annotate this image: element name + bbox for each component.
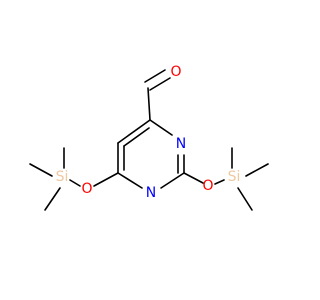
bond-c2-n1 <box>160 172 185 189</box>
bond-aldehyde-co-double-a <box>149 77 171 91</box>
bond-c2-oright <box>183 172 204 184</box>
bond-c5-c4-double <box>123 127 150 147</box>
atom-ring-nitrogen-n3: N <box>176 136 186 152</box>
bond-siright-me-down <box>237 187 253 211</box>
bond-sileft-me-down <box>44 187 61 211</box>
bond-oright-siright <box>214 179 225 185</box>
bond-n1-c6 <box>117 172 143 189</box>
bond-c6-oleft <box>93 172 119 187</box>
bond-c5-c4 <box>117 119 151 144</box>
bond-aldehyde-ring <box>147 87 151 121</box>
atom-ether-oxygen-right: O <box>202 178 213 194</box>
atom-labels: O N N O O Si Si <box>56 64 241 201</box>
atom-aldehyde-oxygen: O <box>170 64 181 80</box>
atom-silicon-left: Si <box>56 169 69 185</box>
atom-ether-oxygen-left: O <box>81 181 92 197</box>
molecule-structure-diagram: O N N O O Si Si <box>29 64 269 211</box>
atom-silicon-right: Si <box>228 169 241 185</box>
bond-siright-me-right <box>245 163 269 177</box>
bond-c4-n3 <box>149 119 173 136</box>
bond-aldehyde-co-double-b <box>144 69 166 83</box>
bonds <box>29 69 269 211</box>
bond-sileft-me-left <box>29 163 53 177</box>
bond-oleft-sileft <box>69 179 81 187</box>
atom-ring-nitrogen-n1: N <box>146 185 156 201</box>
